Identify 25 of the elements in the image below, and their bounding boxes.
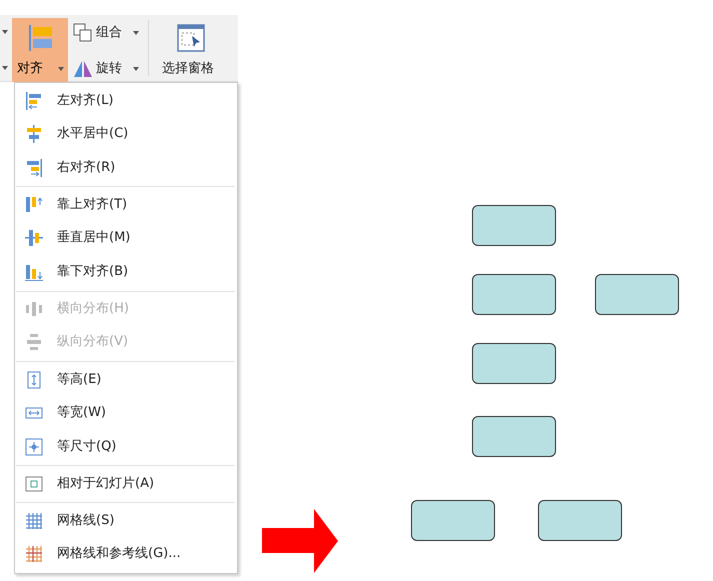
- rounded-box: [472, 343, 556, 384]
- menu-item-text: 横向分布(H): [57, 301, 129, 317]
- toolbar-label: 选择窗格: [162, 61, 214, 77]
- menu-item-text: 右对齐(R): [57, 160, 116, 176]
- menu-item-text: 左对齐(L): [57, 93, 114, 109]
- menu-item-text: 相对于幻灯片(A): [57, 476, 154, 492]
- rounded-box: [472, 205, 556, 246]
- menu-item-text: 等宽(W): [57, 405, 106, 421]
- toolbar-label: 旋转: [96, 61, 122, 77]
- rounded-box: [538, 500, 622, 541]
- menu-item-text: 水平居中(C): [57, 126, 128, 142]
- align-button: 对齐: [12, 18, 68, 82]
- rounded-box: [472, 416, 556, 457]
- menu-item-text: 靠下对齐(B): [57, 264, 128, 280]
- menu-item-text: 垂直居中(M): [57, 230, 130, 246]
- menu-item-text: 纵向分布(V): [57, 334, 128, 350]
- toolbar-label: 组合: [96, 25, 122, 41]
- menu-item-text: 等尺寸(Q): [57, 439, 116, 455]
- rounded-box: [595, 274, 679, 315]
- rounded-box: [472, 274, 556, 315]
- menu-item-text: 等高(E): [57, 372, 102, 388]
- menu-item-text: 靠上对齐(T): [57, 197, 128, 213]
- rounded-box: [411, 500, 495, 541]
- menu-item-text: 网格线(S): [57, 513, 114, 529]
- menu-item-text: 网格线和参考线(G)...: [57, 546, 181, 562]
